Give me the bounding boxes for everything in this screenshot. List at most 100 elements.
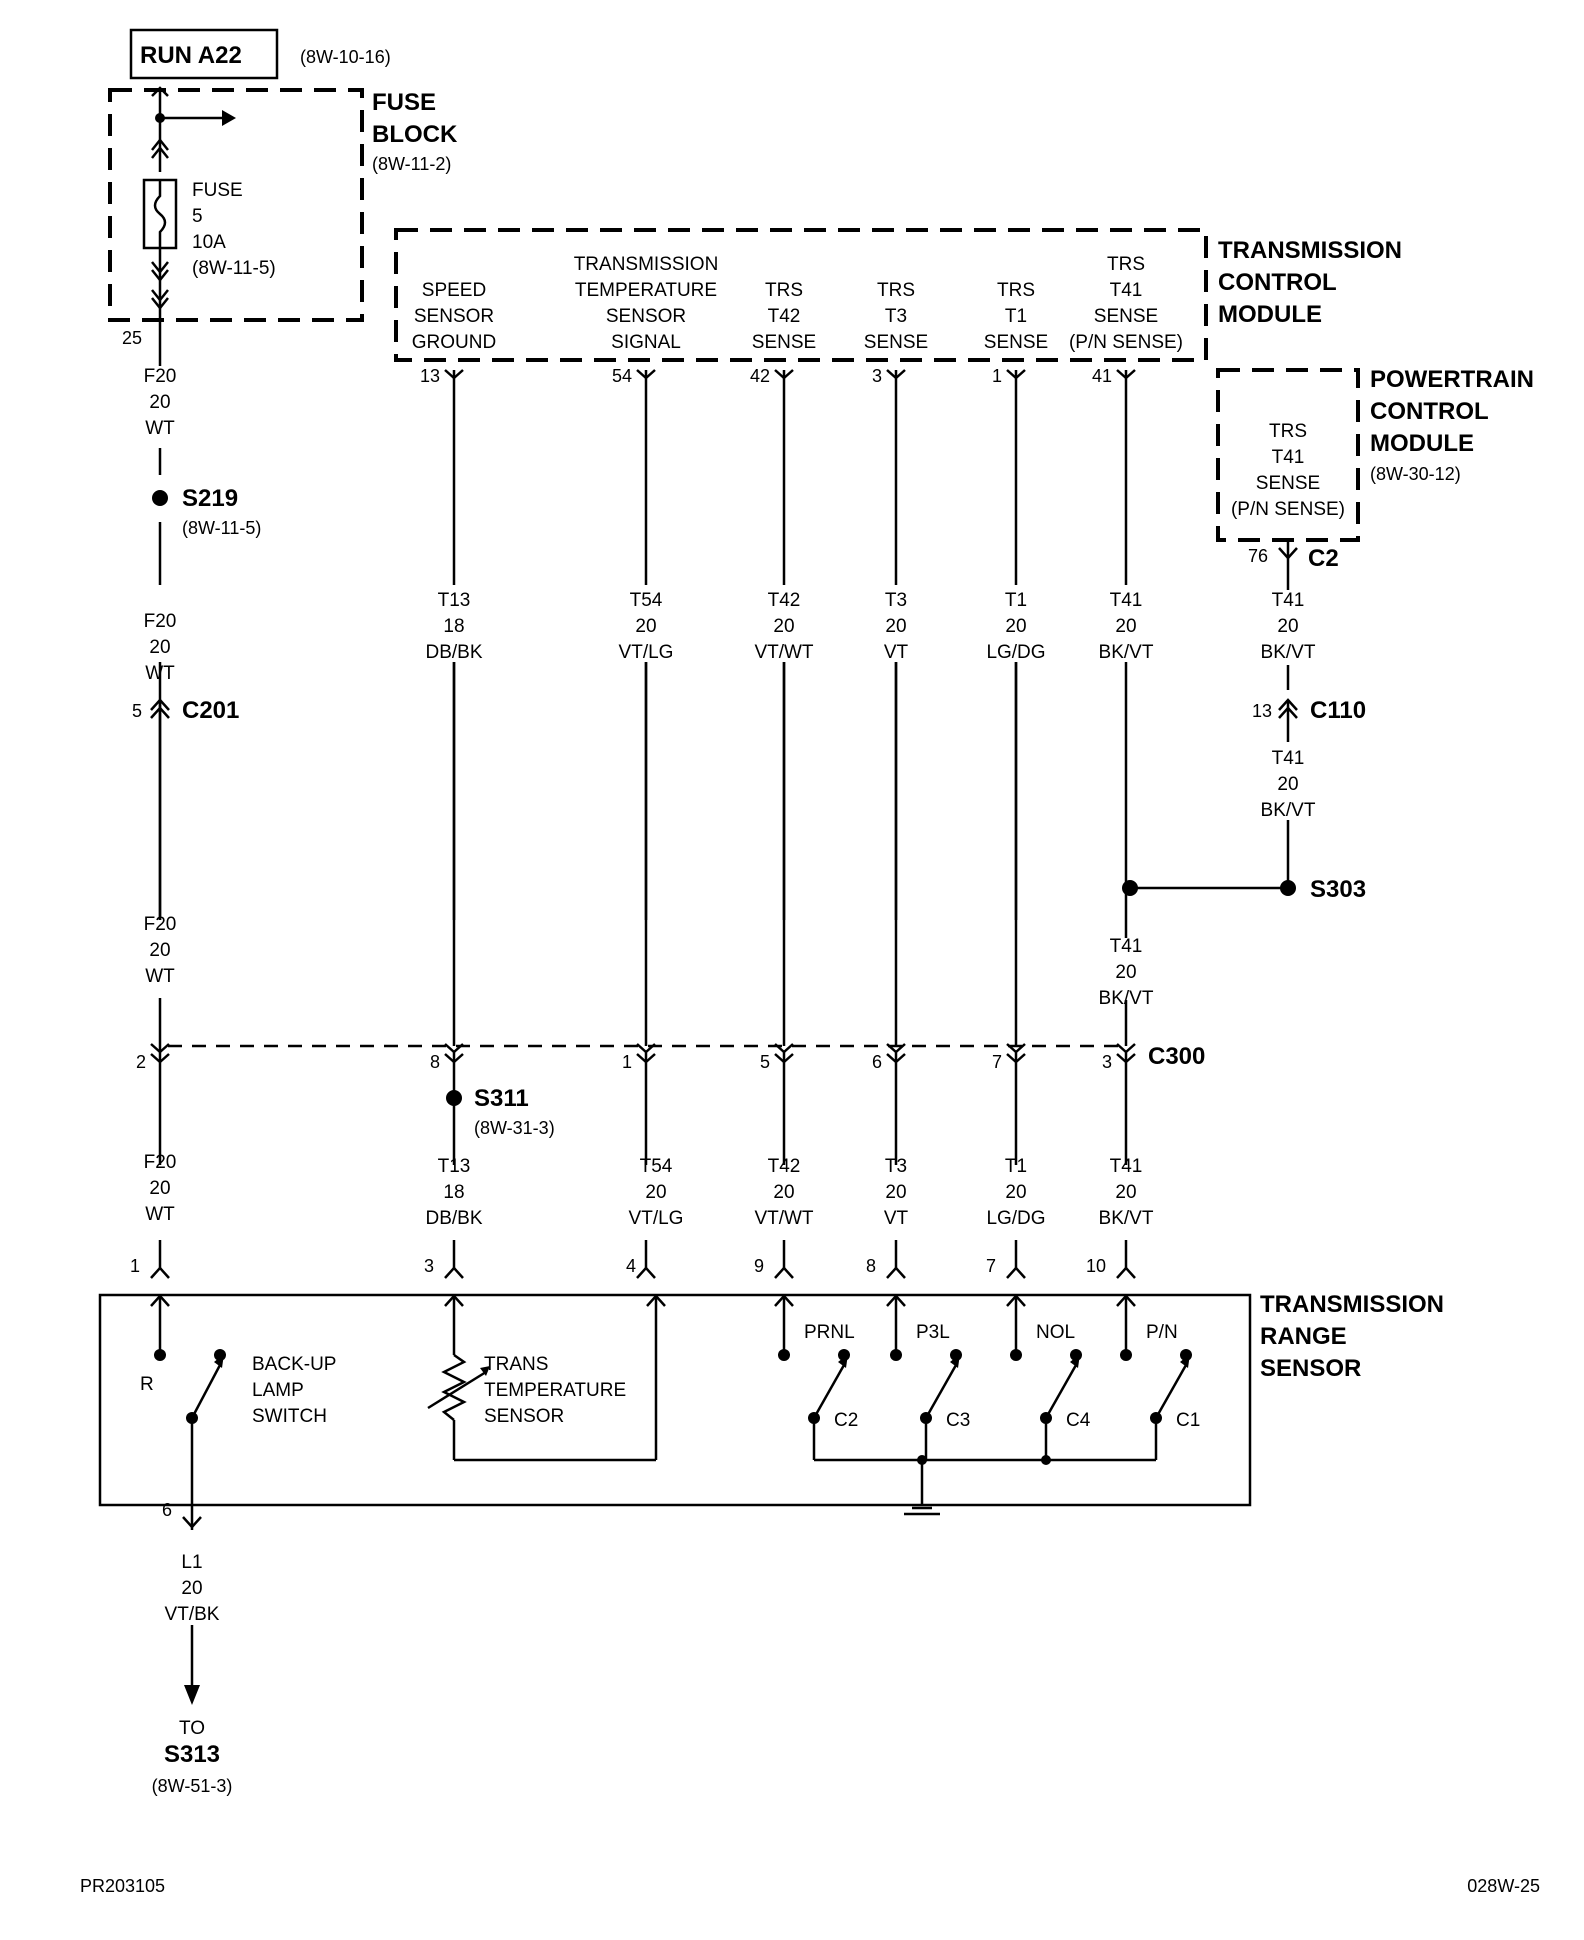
tcm-pin-columns: SPEEDSENSORGROUND13TRANSMISSIONTEMPERATU… (412, 254, 1183, 386)
tcm-pin: 1 (992, 366, 1002, 386)
switch-bottom-label: C1 (1176, 1410, 1200, 1431)
wire-label: WT (145, 966, 175, 987)
wire-label: VT/BK (165, 1604, 220, 1625)
wire-label: T13 (438, 590, 471, 611)
fuse-rating: 10A (192, 232, 226, 253)
transmission-range-sensor: TRANSMISSION RANGE SENSOR R BACK-UP LAMP… (98, 1291, 1444, 1516)
tcm-pin: 54 (612, 366, 632, 386)
pcm-line: (P/N SENSE) (1231, 499, 1345, 520)
trs-pin: 7 (986, 1256, 996, 1276)
tcm-col-label: SENSOR (606, 306, 686, 327)
fuse-pin: 25 (122, 328, 142, 348)
tcm-col-label: (P/N SENSE) (1069, 332, 1183, 353)
pcm-title: POWERTRAIN (1370, 366, 1534, 393)
wire-label: L1 (181, 1552, 202, 1573)
wire-label: BK/VT (1099, 642, 1154, 663)
fuse-block-title-2: BLOCK (372, 121, 458, 148)
pcm-pin: 76 (1248, 546, 1268, 566)
switch-top-label: PRNL (804, 1322, 855, 1343)
wire-label: T41 (1272, 748, 1305, 769)
tcm-col-label: TRANSMISSION (574, 254, 719, 275)
c300-pin: 1 (622, 1052, 632, 1072)
c300-pin: 7 (992, 1052, 1002, 1072)
tcm-col-label: T42 (768, 306, 801, 327)
fuse-number: 5 (192, 206, 203, 227)
wire-label: 20 (181, 1578, 202, 1599)
tcm-pin: 42 (750, 366, 770, 386)
pcm-line: TRS (1269, 421, 1307, 442)
wire-label: VT (884, 642, 909, 663)
splice-s311 (446, 1090, 462, 1106)
wire-label: 20 (1005, 616, 1026, 637)
wire-label: BK/VT (1261, 800, 1316, 821)
arrow-down-icon (184, 1685, 200, 1705)
tcm-col-label: T1 (1005, 306, 1027, 327)
backup-label: BACK-UP (252, 1354, 336, 1375)
c300-pin: 8 (430, 1052, 440, 1072)
tcm-col-label: SPEED (422, 280, 486, 301)
wire-label: 20 (1115, 1182, 1136, 1203)
c300-pin: 5 (760, 1052, 770, 1072)
tcm-col-label: TRS (1107, 254, 1145, 275)
wire-label: T42 (768, 590, 801, 611)
tcm-col-label: T3 (885, 306, 907, 327)
run-a22-label: RUN A22 (140, 42, 242, 69)
wire-label: T42 (768, 1156, 801, 1177)
footer-left-code: PR203105 (80, 1876, 165, 1896)
connector-fork (150, 1266, 170, 1279)
trs-pin: 1 (130, 1256, 140, 1276)
c201-label: C201 (182, 697, 239, 724)
wire-label: VT (884, 1208, 909, 1229)
switch-bottom-label: C4 (1066, 1410, 1091, 1431)
c300-pin: 3 (1102, 1052, 1112, 1072)
tcm-col-label: SIGNAL (611, 332, 681, 353)
switch-bottom-label: C3 (946, 1410, 970, 1431)
pcm-ref: (8W-30-12) (1370, 464, 1461, 484)
switch-blade (812, 1364, 846, 1419)
pcm-connector: C2 (1308, 545, 1339, 572)
wire-label: WT (145, 418, 175, 439)
pcm-title-2: CONTROL (1370, 398, 1489, 425)
wire-label: 20 (1115, 616, 1136, 637)
connector-fork (886, 1266, 906, 1279)
transmission-control-module: TRANSMISSION CONTROL MODULE SPEEDSENSORG… (394, 228, 1402, 386)
backup-label: LAMP (252, 1380, 304, 1401)
switch-top-label: P/N (1146, 1322, 1178, 1343)
wire-label: 20 (773, 616, 794, 637)
connector-fork (636, 1266, 656, 1279)
trs-pin: 10 (1086, 1256, 1106, 1276)
backup-switch-blade (190, 1364, 222, 1419)
arrow-right-icon (222, 110, 236, 126)
wire-label: T41 (1110, 936, 1143, 957)
switch-blade (924, 1364, 958, 1419)
temp-sensor-label: TEMPERATURE (484, 1380, 626, 1401)
c300-pin: 6 (872, 1052, 882, 1072)
wire-label: 18 (443, 1182, 464, 1203)
tcm-col-label: SENSE (864, 332, 928, 353)
wire-label: T41 (1110, 1156, 1143, 1177)
pcm-branch: 13 C110 S303 (1122, 540, 1366, 903)
wire-label: VT/WT (754, 1208, 813, 1229)
trs-pin: 8 (866, 1256, 876, 1276)
thermistor-icon (441, 1353, 467, 1421)
wire-label: T3 (885, 1156, 907, 1177)
switch-blade (1154, 1364, 1188, 1419)
trs-pin: 6 (162, 1500, 172, 1520)
tcm-title-3: MODULE (1218, 301, 1322, 328)
wire-label: 20 (1277, 616, 1298, 637)
trs-pin: 3 (424, 1256, 434, 1276)
wire-label: F20 (144, 1152, 177, 1173)
run-a22-ref: (8W-10-16) (300, 47, 391, 67)
wire-label: 20 (1277, 774, 1298, 795)
s311-label: S311 (474, 1085, 529, 1112)
tcm-col-label: T41 (1110, 280, 1143, 301)
wire-label: 20 (1005, 1182, 1026, 1203)
wire-label: 20 (645, 1182, 666, 1203)
r-label: R (140, 1374, 154, 1395)
tcm-col-label: SENSOR (414, 306, 494, 327)
trs-pin: 4 (626, 1256, 636, 1276)
feed-wire: S219 (8W-11-5) 5 C201 (132, 330, 261, 1270)
tcm-pin: 41 (1092, 366, 1112, 386)
